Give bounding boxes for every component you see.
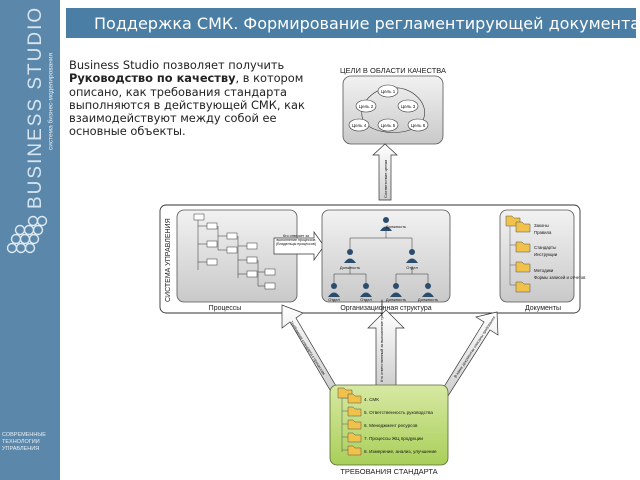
owners-arrow-text: Кто отвечает за выполнение процессов (Вл… [276,234,316,247]
qms-diagram: ЦЕЛИ В ОБЛАСТИ КАЧЕСТВА Цель 1 Цель 2 Це… [159,66,586,476]
goals-cycle [348,84,429,133]
orgstructure-label: Организационная структура [340,305,431,312]
org-position-bottom: Должность [418,297,438,302]
partner-logo: СОВРЕМЕННЫЕ ТЕХНОЛОГИИ УПРАВЛЕНИЯ [2,432,58,453]
document-item: Методики [534,268,554,273]
brand-subtitle: система бизнес-моделирования [47,53,55,151]
goal-label: Цель 6 [411,123,426,128]
owners-arrow: Кто отвечает за выполнение процессов (Вл… [273,230,325,262]
goal-label: Цель 4 [352,123,367,128]
requirement-item: 7. Процессы ЖЦ продукции [364,436,423,441]
org-position-mid: Отдел [406,265,418,270]
document-item: Инструкции [534,252,558,257]
org-position-top: Должность [386,224,406,229]
arrow-label-middle: Кто ответственный за выполнение требован… [380,300,384,382]
goals-title: ЦЕЛИ В ОБЛАСТИ КАЧЕСТВА [340,66,446,75]
intro-part2: , в котором описано, как требования стан… [69,71,305,139]
page-title: Поддержка СМК. Формирование регламентиру… [94,14,640,33]
brand-name: BUSINESS STUDIO [25,5,46,209]
arrow-middle: Кто ответственный за выполнение требован… [367,300,405,387]
intro-text: Business Studio позволяет получить Руков… [69,58,309,139]
intro-part1: Business Studio позволяет получить [69,58,285,72]
requirement-item: 8. Измерение, анализ, улучшение [364,449,437,454]
arrow-label-goals: Соответствие целям [383,160,388,198]
document-item: Стандарты [534,245,556,250]
org-position-bottom: Отдел [360,297,372,302]
process-tree [193,213,276,290]
document-item: Законы [534,223,549,228]
intro-bold: Руководство по качеству [69,71,236,86]
org-chart [333,230,429,286]
requirement-folders [337,387,362,456]
system-label: СИСТЕМА УПРАВЛЕНИЯ [165,218,172,302]
arrow-left: Требования стандарта к процессам [281,304,337,391]
org-position-bottom: Должность [386,297,406,302]
partner-logo-line: УПРАВЛЕНИЯ [2,446,40,452]
partner-logo-line: ТЕХНОЛОГИИ [2,439,40,445]
orgstructure-box [321,209,451,303]
document-item: Правила [534,230,552,235]
org-position-bottom: Отдел [328,297,340,302]
person-icons [328,217,434,297]
goal-label: Цель 2 [359,104,374,109]
brand-block: BUSINESS STUDIO система бизнес-моделиров… [14,5,55,212]
arrow-to-goals: Соответствие целям [372,143,398,201]
processes-label: Процессы [209,305,242,312]
requirement-item: 4. СМК [364,397,379,402]
requirements-box [329,384,449,466]
documents-box [499,209,575,303]
arrow-label-left: Требования стандарта к процессам [289,320,326,376]
goal-label: Цель 5 [381,123,396,128]
requirements-title: ТРЕБОВАНИЯ СТАНДАРТА [340,467,437,476]
arrow-label-right: В каких документах описаны требования [453,316,496,379]
goal-label: Цель 1 [381,89,396,94]
molecule-logo-icon [6,215,48,254]
documents-label: Документы [525,305,561,312]
requirement-item: 6. Менеджмент ресурсов [364,423,418,428]
document-folders [505,215,531,293]
sidebar: BUSINESS STUDIO система бизнес-моделиров… [0,0,60,480]
org-position-mid: Должность [340,265,360,270]
processes-box [176,209,298,303]
header-bar: Поддержка СМК. Формирование регламентиру… [66,8,640,38]
goal-label: Цель 3 [401,104,416,109]
document-item: Формы записей и отчетов [534,275,586,280]
arrow-right: В каких документах описаны требования [441,311,499,397]
requirement-item: 5. Ответственность руководства [364,410,433,415]
partner-logo-line: СОВРЕМЕННЫЕ [2,432,46,438]
